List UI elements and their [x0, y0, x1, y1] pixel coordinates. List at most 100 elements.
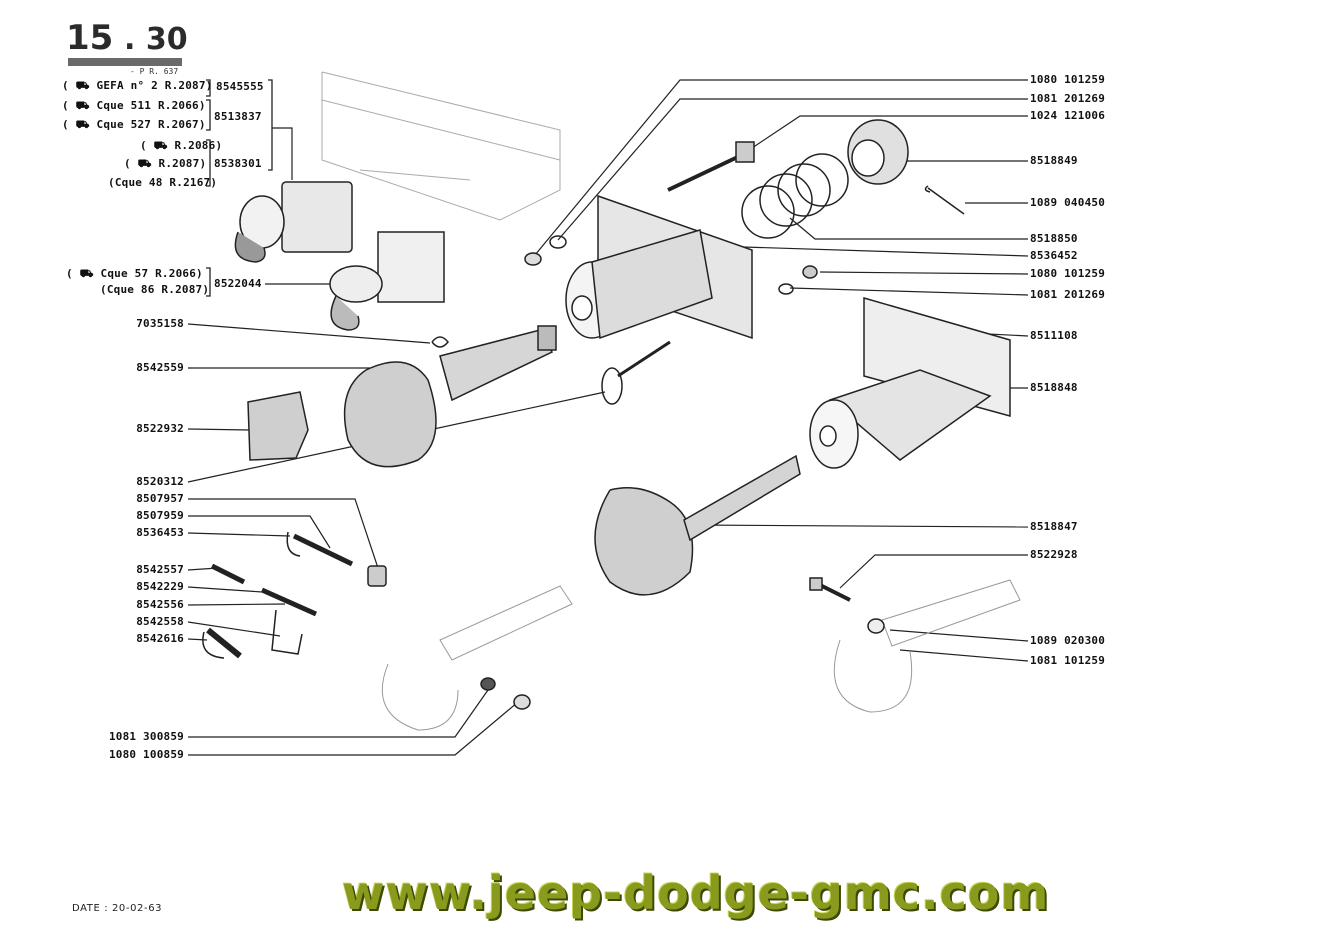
eye-bolt-8520312	[601, 340, 671, 405]
leader-line	[889, 629, 1029, 642]
reference-pr: - P R. 637	[130, 67, 179, 76]
section-subnumber: . 30	[124, 22, 188, 57]
leader-line	[187, 532, 291, 537]
part-code: 8542557	[136, 563, 184, 576]
part-code: 8542559	[136, 361, 184, 374]
leader-line	[187, 428, 251, 431]
part-code: 1081 101259	[1030, 654, 1106, 667]
leader-line	[899, 649, 1029, 662]
bushing-8507957	[367, 565, 387, 587]
part-code: 8545555	[216, 80, 264, 93]
part-code: 8513837	[214, 110, 262, 123]
part-code: 8522932	[136, 422, 184, 435]
variant-label: ( ⛟ R.2087)	[124, 157, 207, 170]
leader-line	[839, 554, 1028, 589]
leader-line	[557, 98, 1028, 241]
leader-line	[751, 115, 1028, 149]
clip-8542558	[271, 609, 303, 655]
washer-1081-201269-b	[778, 283, 794, 295]
part-code: 8536452	[1030, 249, 1078, 262]
header-bar	[68, 58, 182, 66]
part-code: 8518847	[1030, 520, 1078, 533]
document-date: DATE : 20-02-63	[72, 903, 163, 914]
leader-line	[187, 586, 263, 593]
housing-8518848	[809, 297, 1011, 469]
part-code: 8538301	[214, 157, 262, 170]
website-watermark: www.jeep-dodge-gmc.com	[342, 866, 1050, 920]
latch-plate-8522932	[247, 391, 309, 461]
hook-assembly-small-2	[329, 231, 445, 331]
part-code: 8522928	[1030, 548, 1078, 561]
leader-line	[187, 621, 281, 637]
bracket	[206, 267, 211, 297]
part-code: 8522044	[214, 277, 262, 290]
hook-assembly-small-1	[234, 181, 353, 263]
variant-label: ( ⛟ GEFA n° 2 R.2087)	[62, 79, 213, 92]
variant-label: ( ⛟ Cque 57 R.2066)	[66, 267, 203, 280]
part-code: 8518848	[1030, 381, 1078, 394]
part-code: 8542616	[136, 632, 184, 645]
leader-line	[534, 79, 1028, 256]
housing-plate-assembly	[565, 194, 753, 340]
part-code: 1089 020300	[1030, 634, 1106, 647]
nut-1081-300859	[480, 677, 496, 691]
split-pin-7035158	[431, 336, 449, 348]
bracket	[206, 79, 211, 97]
part-code: 1080 101259	[1030, 73, 1106, 86]
section-number: 15	[66, 18, 114, 58]
leader-line	[819, 271, 1029, 275]
main-hook-8542559	[343, 325, 557, 468]
part-code: 1080 101259	[1030, 267, 1106, 280]
nut-1080-101259	[524, 252, 542, 266]
part-code: 8511108	[1030, 329, 1078, 342]
leader-line	[711, 245, 1029, 257]
variant-label: ( ⛟ Cque 527 R.2067)	[62, 118, 206, 131]
leader-line	[689, 524, 1029, 528]
bracket	[206, 99, 211, 131]
leader-line	[187, 323, 431, 344]
nut-1080-101259-b	[802, 265, 818, 279]
leader-line	[188, 689, 489, 738]
pin-8542556	[260, 587, 318, 617]
hook-outline-lower	[381, 585, 573, 731]
part-code: 8542229	[136, 580, 184, 593]
part-code: 8542558	[136, 615, 184, 628]
part-code: 7035158	[136, 317, 184, 330]
nut-1080-100859	[513, 694, 531, 710]
hook-outline-right	[833, 579, 1021, 713]
variant-label: (Cque 86 R.2087)	[100, 283, 210, 296]
variant-label: (Cque 48 R.2167)	[108, 176, 218, 189]
chassis-outline	[321, 71, 561, 221]
leader-line	[272, 127, 293, 180]
part-code: 8520312	[136, 475, 184, 488]
part-code: 8536453	[136, 526, 184, 539]
part-code: 1081 201269	[1030, 288, 1106, 301]
leader-line	[789, 217, 1028, 240]
part-code: 1081 300859	[108, 730, 184, 743]
leader-line	[789, 287, 1029, 296]
part-code: 8507957	[136, 492, 184, 505]
bracket	[206, 139, 211, 187]
pin-8536453	[286, 531, 354, 567]
bracket	[268, 79, 273, 171]
variant-label: ( ⛟ R.2086)	[140, 139, 223, 152]
part-code: 8507959	[136, 509, 184, 522]
leader-line	[188, 701, 519, 756]
leader-line	[188, 498, 379, 569]
pin-8542616	[202, 627, 242, 659]
bolt-1024-121006	[667, 141, 755, 192]
pin-8542557	[210, 563, 246, 585]
washer-1081-201269	[549, 235, 567, 249]
part-code: 8518850	[1030, 232, 1078, 245]
part-code: 8542556	[136, 598, 184, 611]
part-code: 8518849	[1030, 154, 1078, 167]
part-code: 1089 040450	[1030, 196, 1106, 209]
part-code: 1024 121006	[1030, 109, 1106, 122]
bolt-8522928	[809, 577, 851, 602]
cap-8518849	[847, 119, 909, 185]
leader-line	[187, 638, 208, 641]
variant-label: ( ⛟ Cque 511 R.2066)	[62, 99, 206, 112]
hook-8518847	[594, 454, 801, 596]
